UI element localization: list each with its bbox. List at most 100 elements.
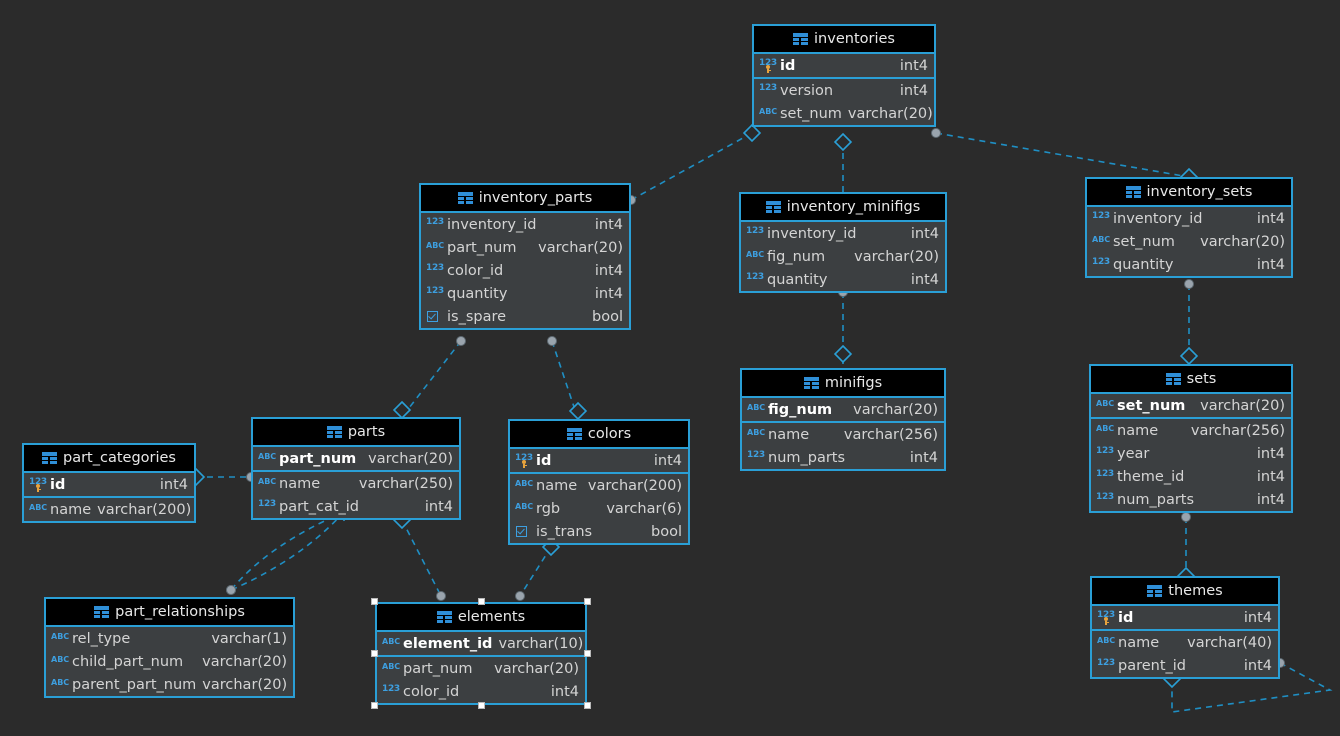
relationship-line[interactable] bbox=[401, 519, 442, 597]
text-icon: ABC bbox=[29, 502, 48, 512]
relationship-endpoint-dot[interactable] bbox=[226, 585, 236, 595]
relationship-diamond[interactable] bbox=[568, 401, 588, 421]
table-header[interactable]: themes bbox=[1092, 578, 1278, 606]
table-title: part_relationships bbox=[115, 604, 245, 620]
relationship-line[interactable] bbox=[230, 511, 345, 591]
relationship-endpoint-dot[interactable] bbox=[515, 591, 525, 601]
text-icon: ABC bbox=[747, 427, 766, 437]
relationship-line[interactable] bbox=[551, 340, 579, 420]
relationship-diamond[interactable] bbox=[833, 132, 853, 152]
table-header[interactable]: parts bbox=[253, 419, 459, 447]
relationship-line[interactable] bbox=[935, 132, 1190, 178]
table-header[interactable]: elements bbox=[377, 604, 585, 632]
relationship-endpoint-dot[interactable] bbox=[931, 128, 941, 138]
relationship-endpoint-dot[interactable] bbox=[456, 336, 466, 346]
relationship-line[interactable] bbox=[401, 340, 462, 418]
relationship-line[interactable] bbox=[519, 546, 552, 597]
relationship-endpoint-dot[interactable] bbox=[547, 336, 557, 346]
relationship-endpoint-dot[interactable] bbox=[1181, 512, 1191, 522]
column-name: quantity bbox=[767, 271, 828, 288]
relationship-line[interactable] bbox=[230, 511, 345, 591]
table-icon bbox=[566, 428, 582, 440]
table-header[interactable]: part_relationships bbox=[46, 599, 293, 627]
relationship-diamond[interactable] bbox=[833, 344, 853, 364]
relationship-diamond[interactable] bbox=[742, 123, 762, 143]
table-header[interactable]: inventory_minifigs bbox=[741, 194, 945, 222]
column-name: fig_num bbox=[767, 248, 826, 265]
relationship-line[interactable] bbox=[630, 132, 753, 201]
table-header[interactable]: part_categories bbox=[24, 445, 194, 473]
table-header[interactable]: colors bbox=[510, 421, 688, 449]
column-type: int4 bbox=[1256, 468, 1285, 485]
table-header[interactable]: inventory_parts bbox=[421, 185, 629, 213]
table-header[interactable]: inventory_sets bbox=[1087, 179, 1291, 207]
table-header[interactable]: minifigs bbox=[742, 370, 944, 398]
relationship-endpoint-dot[interactable] bbox=[1184, 279, 1194, 289]
relationship-endpoint-dot[interactable] bbox=[226, 585, 236, 595]
column-name: part_num bbox=[279, 450, 357, 467]
column-name: element_id bbox=[403, 635, 493, 652]
relationship-diamond[interactable] bbox=[392, 400, 412, 420]
table-header[interactable]: sets bbox=[1091, 366, 1291, 394]
relationship-endpoint-dot[interactable] bbox=[436, 591, 446, 601]
relationship-diamond[interactable] bbox=[1179, 346, 1199, 366]
table-header[interactable]: inventories bbox=[754, 26, 934, 54]
